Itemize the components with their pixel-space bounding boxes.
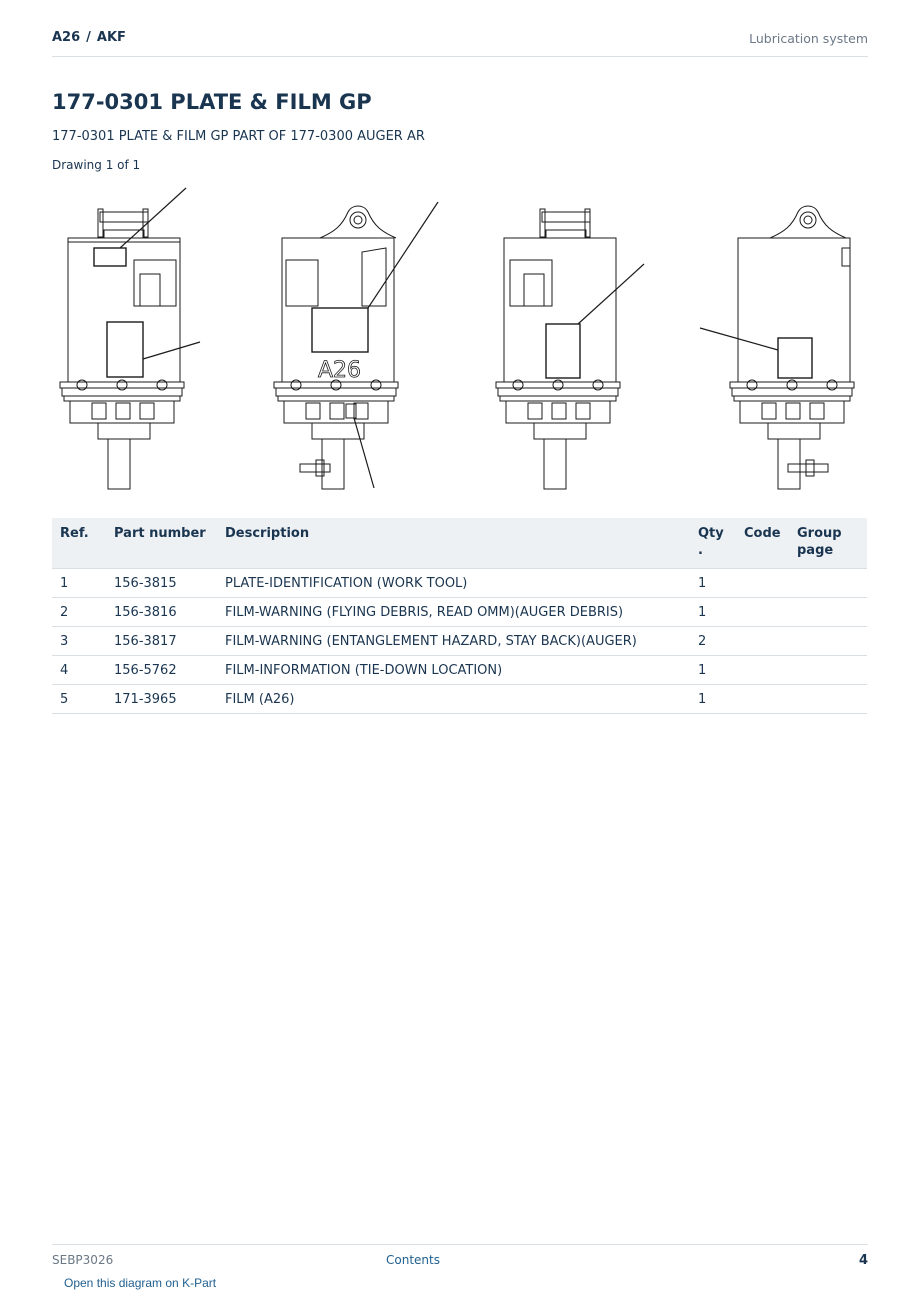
cell-code: [736, 655, 789, 685]
cell-ref: 3: [52, 626, 106, 656]
cell-ref: 1: [52, 568, 106, 598]
a26-mark: A26: [318, 358, 361, 383]
cell-description: FILM-INFORMATION (TIE-DOWN LOCATION): [217, 655, 690, 685]
table-row: 4 156-5762 FILM-INFORMATION (TIE-DOWN LO…: [52, 655, 867, 685]
cell-qty: 1: [690, 655, 736, 685]
contents-link[interactable]: Contents: [386, 1253, 440, 1267]
table-row: 5 171-3965 FILM (A26) 1: [52, 684, 867, 714]
document-id: SEBP3026: [52, 1253, 114, 1267]
section-name: Lubrication system: [749, 31, 868, 46]
auger-drawing: A26: [59, 187, 855, 490]
cell-qty: 1: [690, 684, 736, 714]
cell-group-page: [789, 568, 867, 598]
cell-part-number: 171-3965: [106, 684, 217, 714]
cell-code: [736, 568, 789, 598]
cell-group-page: [789, 655, 867, 685]
cell-description: FILM (A26): [217, 684, 690, 714]
parts-diagram[interactable]: A26: [52, 182, 868, 494]
page-title: 177-0301 PLATE & FILM GP: [52, 90, 372, 114]
page-header: A26 / AKF Lubrication system: [52, 28, 868, 57]
cell-description: FILM-WARNING (ENTANGLEMENT HAZARD, STAY …: [217, 626, 690, 656]
cell-part-number: 156-3816: [106, 597, 217, 627]
view-4: [699, 205, 855, 490]
cell-code: [736, 684, 789, 714]
table-row: 3 156-3817 FILM-WARNING (ENTANGLEMENT HA…: [52, 626, 867, 656]
parts-table: Ref. Part number Description Qty . Code …: [52, 518, 867, 714]
view-3: [495, 208, 645, 490]
cell-part-number: 156-5762: [106, 655, 217, 685]
view-1: [59, 187, 201, 490]
cell-part-number: 156-3815: [106, 568, 217, 598]
cell-code: [736, 626, 789, 656]
page-subtitle: 177-0301 PLATE & FILM GP PART OF 177-030…: [52, 129, 425, 144]
cell-code: [736, 597, 789, 627]
cell-ref: 2: [52, 597, 106, 627]
breadcrumb-series: AKF: [96, 30, 126, 45]
table-row: 2 156-3816 FILM-WARNING (FLYING DEBRIS, …: [52, 597, 867, 627]
breadcrumb-separator: /: [86, 30, 91, 45]
cell-qty: 1: [690, 568, 736, 598]
breadcrumb: A26 / AKF: [52, 30, 126, 45]
header-description: Description: [217, 518, 690, 569]
header-code: Code: [736, 518, 789, 569]
cell-qty: 2: [690, 626, 736, 656]
drawing-count: Drawing 1 of 1: [52, 158, 141, 172]
header-part-number: Part number: [106, 518, 217, 569]
view-2: A26: [273, 201, 439, 490]
cell-group-page: [789, 626, 867, 656]
header-group-page: Group page: [789, 518, 867, 569]
page-number: 4: [858, 1253, 868, 1268]
cell-qty: 1: [690, 597, 736, 627]
page-footer: SEBP3026 Contents 4: [52, 1244, 868, 1269]
cell-ref: 4: [52, 655, 106, 685]
open-in-kpart-link[interactable]: Open this diagram on K-Part: [64, 1276, 217, 1290]
cell-description: FILM-WARNING (FLYING DEBRIS, READ OMM)(A…: [217, 597, 690, 627]
cell-group-page: [789, 684, 867, 714]
header-ref: Ref.: [52, 518, 106, 569]
cell-description: PLATE-IDENTIFICATION (WORK TOOL): [217, 568, 690, 598]
table-row: 1 156-3815 PLATE-IDENTIFICATION (WORK TO…: [52, 568, 867, 598]
breadcrumb-model: A26: [52, 30, 81, 45]
cell-part-number: 156-3817: [106, 626, 217, 656]
header-qty: Qty .: [690, 518, 736, 569]
cell-group-page: [789, 597, 867, 627]
cell-ref: 5: [52, 684, 106, 714]
table-header-row: Ref. Part number Description Qty . Code …: [52, 518, 867, 569]
